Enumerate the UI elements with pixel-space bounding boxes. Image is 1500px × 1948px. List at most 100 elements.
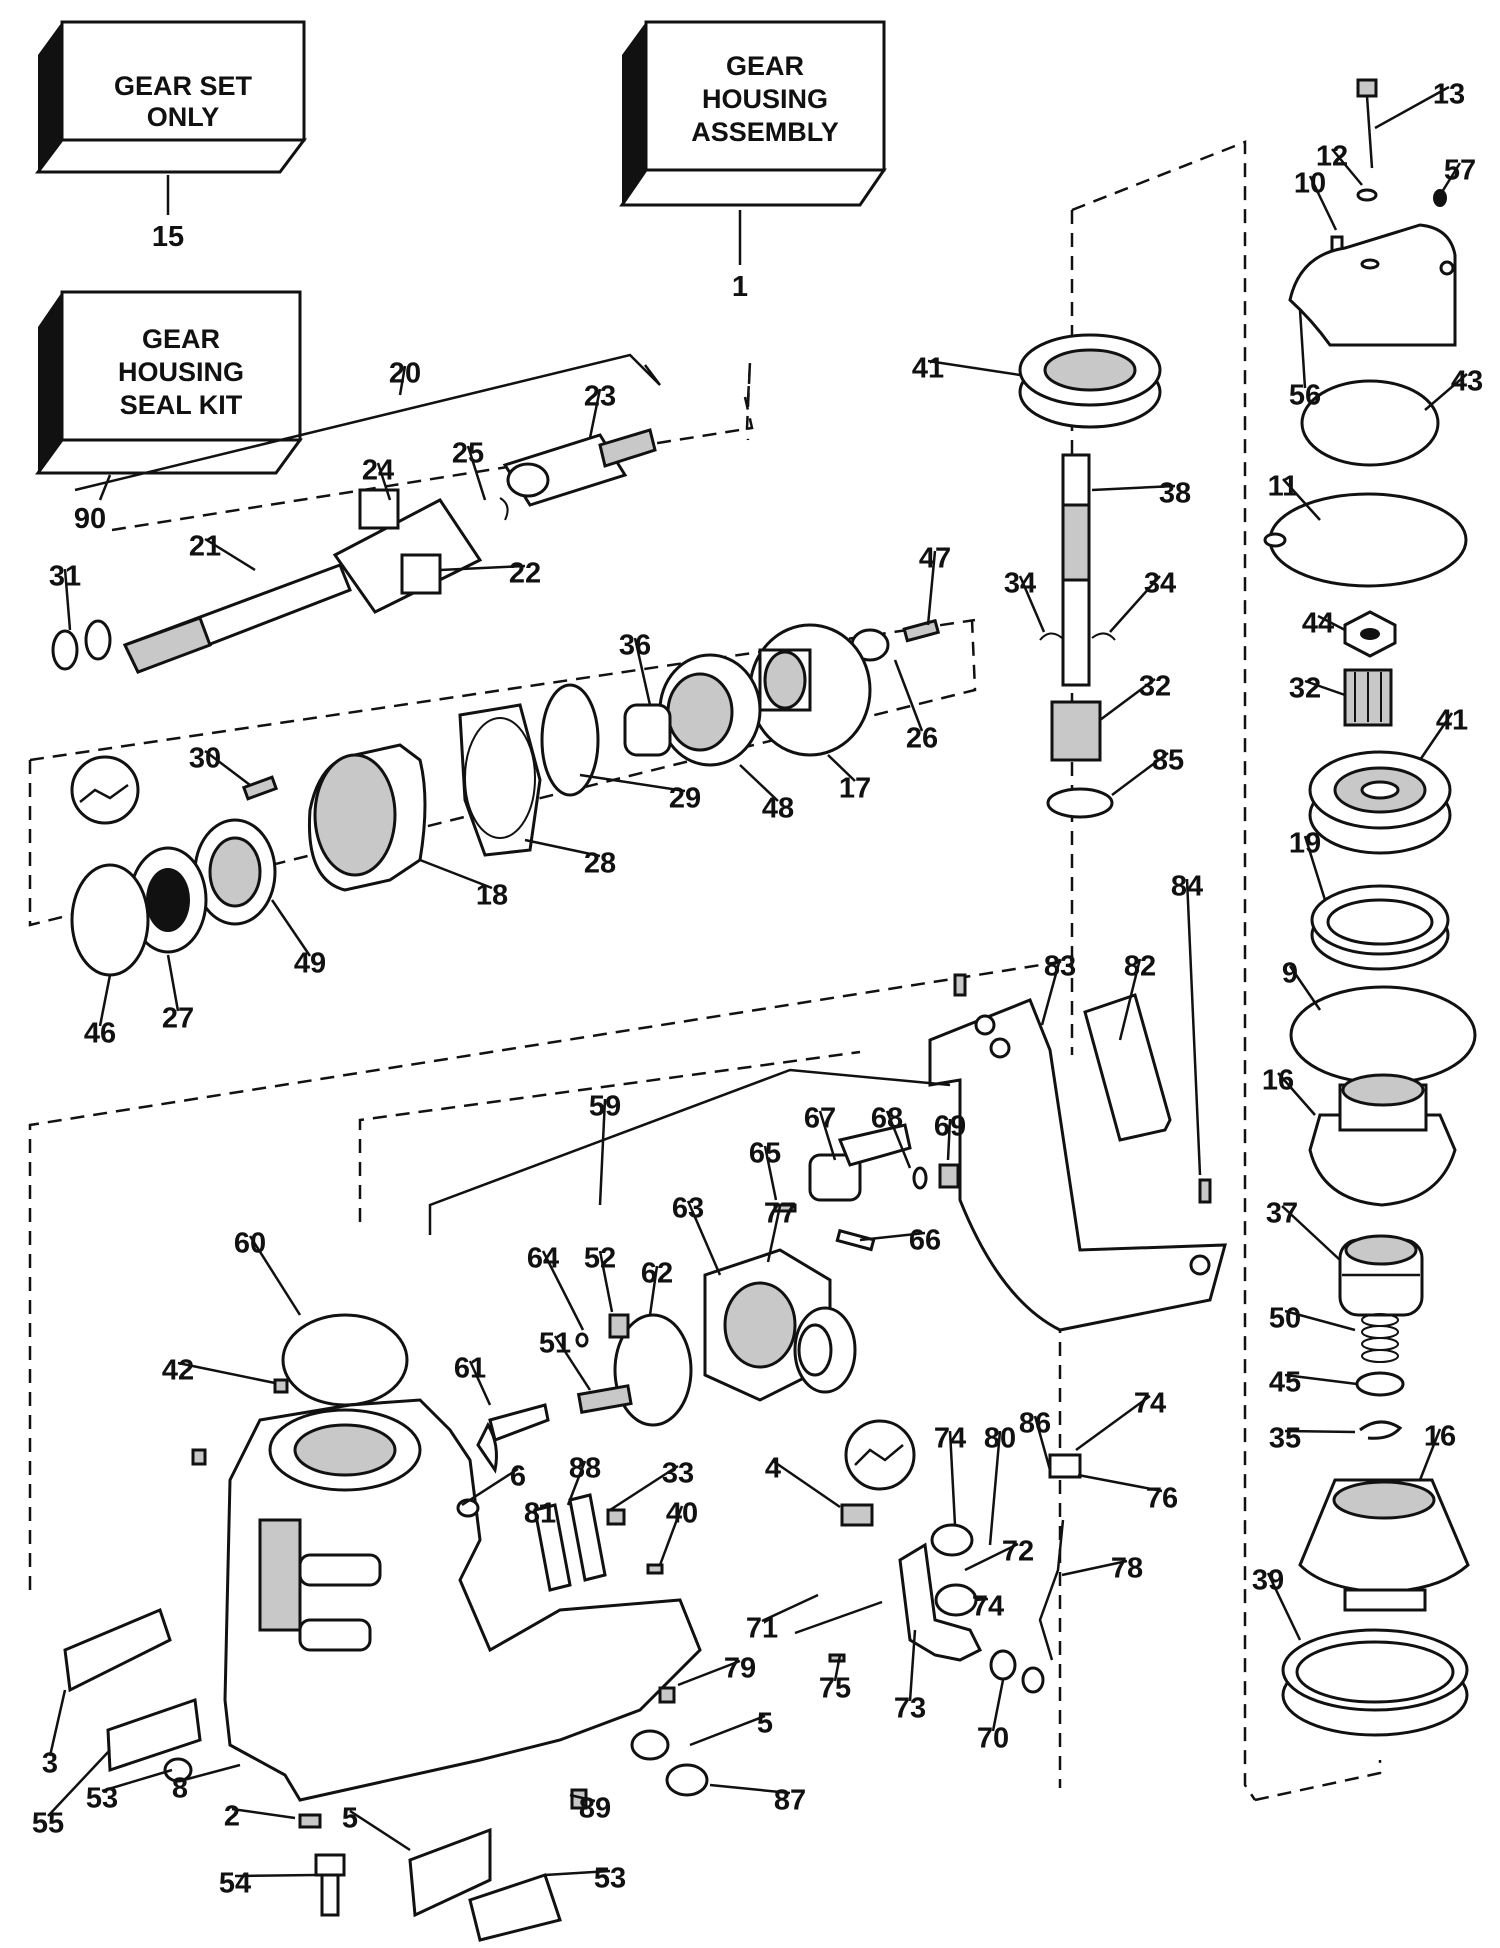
leader-line [885,1110,912,1169]
leader-line [1277,1072,1316,1116]
part-56-cover [1288,223,1457,347]
callout-6: 6 [510,1461,526,1493]
leader-line [893,659,924,732]
callout-45: 45 [1269,1367,1301,1399]
leader-line [248,1235,302,1316]
leader-line [1091,484,1176,492]
callout-87: 87 [774,1785,806,1817]
callout-5: 5 [342,1803,358,1835]
part-13-plug [1356,78,1378,169]
callout-64: 64 [527,1243,559,1275]
callout-65: 65 [749,1138,781,1170]
part-23-yoke [502,428,657,507]
leader-line [270,899,312,957]
leader-line [1303,835,1327,901]
callout-54: 54 [219,1868,251,1900]
callout-52: 52 [584,1243,616,1275]
leader-line [926,550,937,626]
leader-line [988,1430,1002,1546]
leader-line [588,388,602,439]
part-41-bearing-top [1018,333,1162,429]
seal-kit-line-1: GEAR [142,324,220,354]
part-60-detent [476,1403,550,1474]
gear-set-only-line-2: ONLY [147,102,220,132]
leader-line [419,858,493,890]
callout-80: 80 [984,1423,1016,1455]
callout-27: 27 [162,1003,194,1035]
leader-line [166,954,180,1012]
leader-line [927,359,1021,377]
leader-line [63,568,72,631]
part-16-gear-lower [1298,1478,1470,1612]
leader-line [1284,1373,1358,1386]
callout-33: 33 [662,1458,694,1490]
leader-line [1304,679,1346,697]
part-39-race [1281,1628,1469,1737]
seal-kit-line-3: SEAL KIT [120,390,243,420]
leader-line [1418,1428,1442,1481]
callout-38: 38 [1159,478,1191,510]
leader-line [709,1783,791,1795]
callout-47: 47 [919,543,951,575]
part-70-lever [898,1542,983,1662]
leader-line [1288,965,1322,1011]
callout-66: 66 [909,1225,941,1257]
part-32-bearing-mid [1050,700,1102,762]
part-37-clutch [1338,1234,1424,1317]
leader-line [677,1659,741,1687]
callout-42: 42 [162,1355,194,1387]
callout-74: 74 [934,1423,966,1455]
callout-46: 46 [84,1018,116,1050]
callout-4: 4 [765,1453,781,1485]
callout-70: 70 [977,1723,1009,1755]
callout-10: 10 [1294,168,1326,200]
leader-line [349,1809,411,1852]
callout-1: 1 [732,271,748,303]
callout-60: 60 [234,1228,266,1260]
leader-line [686,1200,722,1276]
gear-housing-seal-kit-box: GEAR HOUSING SEAL KIT [35,290,303,475]
callout-48: 48 [762,793,794,825]
callout-85: 85 [1152,745,1184,777]
seal-kit-line-2: HOUSING [118,357,244,387]
gear-housing-assembly-line-1: GEAR [726,51,804,81]
callout-53: 53 [594,1863,626,1895]
leader-line [204,750,251,786]
part-28-gasket [458,703,542,857]
leader-line [468,1360,492,1406]
part-11-oring [1263,492,1468,588]
leader-line [204,537,256,572]
callout-2: 2 [224,1801,240,1833]
callout-79: 79 [724,1653,756,1685]
part-32-bearing-right [1343,668,1393,727]
leader-line [398,365,407,396]
callout-19: 19 [1289,828,1321,860]
leader-line [466,445,487,501]
callout-72: 72 [1002,1536,1034,1568]
callout-68: 68 [871,1103,903,1135]
callout-16: 16 [1424,1421,1456,1453]
callout-17: 17 [839,773,871,805]
leader-line [48,1689,67,1757]
part-50-spring [1361,1313,1399,1363]
callout-81: 81 [524,1498,556,1530]
leader-line [1418,712,1454,761]
callout-89: 89 [579,1793,611,1825]
leader-line [964,1542,1019,1572]
leader-line [98,974,112,1027]
callout-32: 32 [1139,671,1171,703]
callout-36: 36 [619,630,651,662]
part-18-bearing-housing [307,743,427,892]
leader-line [439,564,526,572]
part-38-driveshaft [1061,453,1091,687]
callout-31: 31 [49,561,81,593]
callout-3: 3 [42,1748,58,1780]
leader-line [524,838,601,858]
part-2-gear-housing [223,1398,702,1802]
callout-5: 5 [757,1708,773,1740]
leader-line [1018,575,1046,633]
leader-line [539,1503,551,1508]
leader-line [772,1459,841,1509]
